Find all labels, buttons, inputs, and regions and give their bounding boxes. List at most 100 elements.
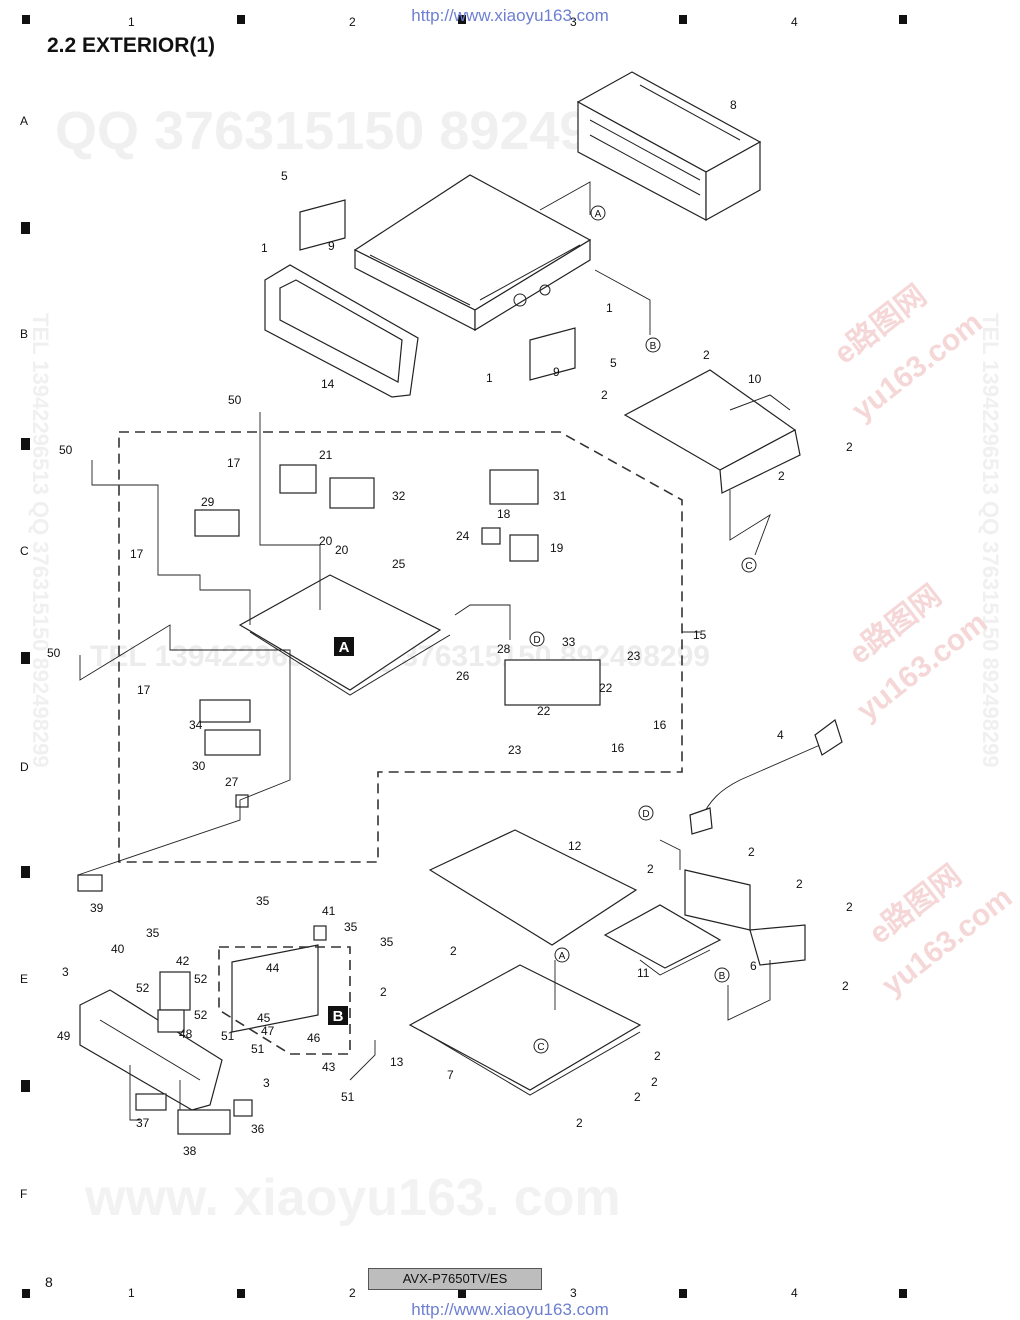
grid-mark	[458, 15, 466, 24]
part-label: 44	[266, 961, 280, 975]
connector-ref-c: C	[533, 1038, 549, 1054]
svg-text:B: B	[650, 341, 657, 352]
part-bottom-chassis	[408, 964, 642, 1096]
part-label: 2	[796, 877, 803, 891]
part-48	[157, 1009, 185, 1033]
part-label: 49	[57, 1029, 71, 1043]
part-cable-4	[689, 719, 843, 835]
part-label: 42	[176, 954, 190, 968]
leader-line	[349, 1040, 376, 1081]
part-main-chassis	[353, 174, 592, 332]
part-32	[329, 477, 375, 509]
part-label: 35	[380, 935, 394, 949]
grid-mark	[899, 1289, 907, 1298]
part-label: 17	[130, 547, 144, 561]
column-number: 2	[349, 15, 356, 29]
leader-line	[259, 412, 321, 610]
grid-mark	[22, 15, 30, 24]
footer-url[interactable]: http://www.xiaoyu163.com	[411, 1300, 609, 1319]
part-label: 51	[251, 1042, 265, 1056]
part-label: 29	[201, 495, 215, 509]
part-bracket-6	[749, 924, 806, 966]
part-label: 18	[497, 507, 511, 521]
part-label: 2	[654, 1049, 661, 1063]
boundary-board-b	[218, 946, 351, 1055]
row-letter: F	[20, 1187, 28, 1201]
part-rear-panel	[684, 869, 751, 931]
part-label: 13	[390, 1055, 404, 1069]
part-label: 3	[62, 965, 69, 979]
grid-mark	[21, 1080, 30, 1092]
grid-mark	[21, 866, 30, 878]
grid-mark	[21, 438, 30, 450]
row-letter: A	[20, 114, 29, 128]
part-label: 25	[392, 557, 406, 571]
leader-line	[129, 1065, 140, 1121]
part-label: 51	[221, 1029, 235, 1043]
part-sleeve	[576, 71, 762, 222]
part-label: 51	[341, 1090, 355, 1104]
part-bracket-b	[231, 944, 319, 1033]
column-number: 3	[570, 1286, 577, 1300]
part-bracket-9	[529, 327, 576, 381]
part-label: 37	[136, 1116, 150, 1130]
part-label: 21	[319, 448, 333, 462]
part-label: 33	[562, 635, 576, 649]
connector-ref-d: D	[529, 631, 545, 647]
part-38	[177, 1109, 231, 1135]
svg-text:A: A	[595, 209, 602, 220]
connector-ref-a: A	[590, 205, 606, 221]
grid-mark	[679, 15, 687, 24]
part-label: 50	[59, 443, 73, 457]
part-shield-sheet	[428, 829, 638, 946]
part-label: 35	[344, 920, 358, 934]
page-number: 8	[45, 1274, 53, 1290]
part-label: 30	[192, 759, 206, 773]
svg-text:A: A	[559, 951, 566, 962]
leader-line	[594, 269, 651, 335]
watermark-site: www. xiaoyu163. com	[85, 1169, 621, 1227]
part-31	[489, 469, 539, 505]
svg-text:B: B	[719, 971, 726, 982]
part-label: 2	[601, 388, 608, 402]
part-label: 11	[637, 966, 650, 980]
part-27	[235, 794, 249, 808]
part-label: 5	[281, 169, 288, 183]
grid-mark	[679, 1289, 687, 1298]
part-39	[77, 874, 103, 892]
part-label: 1	[606, 301, 613, 315]
row-letter: C	[20, 544, 29, 558]
part-label: 48	[179, 1027, 193, 1041]
part-label: 14	[321, 377, 335, 391]
part-label: 22	[537, 704, 551, 718]
part-label: 19	[550, 541, 564, 555]
part-label: 34	[189, 718, 203, 732]
part-29	[194, 509, 240, 537]
part-label: 52	[194, 972, 208, 986]
board-marker-a	[334, 637, 354, 656]
boundary-board-a	[118, 431, 683, 863]
part-label: 24	[456, 529, 470, 543]
part-36	[233, 1099, 253, 1117]
part-label: 23	[627, 649, 641, 663]
header-url[interactable]: http://www.xiaoyu163.com	[411, 6, 609, 25]
part-label: 9	[553, 365, 560, 379]
part-bracket-9	[299, 199, 346, 251]
part-label: 45	[257, 1011, 271, 1025]
row-letter: D	[20, 760, 29, 774]
board-marker-a-label: A	[339, 639, 350, 656]
svg-text:D: D	[533, 635, 540, 646]
grid-mark	[21, 652, 30, 664]
part-label: 38	[183, 1144, 197, 1158]
part-label: 7	[447, 1068, 454, 1082]
svg-text:D: D	[642, 809, 649, 820]
part-label: 16	[653, 718, 667, 732]
leader-line	[727, 960, 771, 1021]
column-number: 1	[128, 1286, 135, 1300]
part-label: 35	[256, 894, 270, 908]
model-name: AVX-P7650TV/ES	[368, 1268, 542, 1290]
part-label: 40	[111, 942, 125, 956]
page-title: 2.2 EXTERIOR(1)	[47, 34, 216, 57]
part-label: 32	[392, 489, 406, 503]
